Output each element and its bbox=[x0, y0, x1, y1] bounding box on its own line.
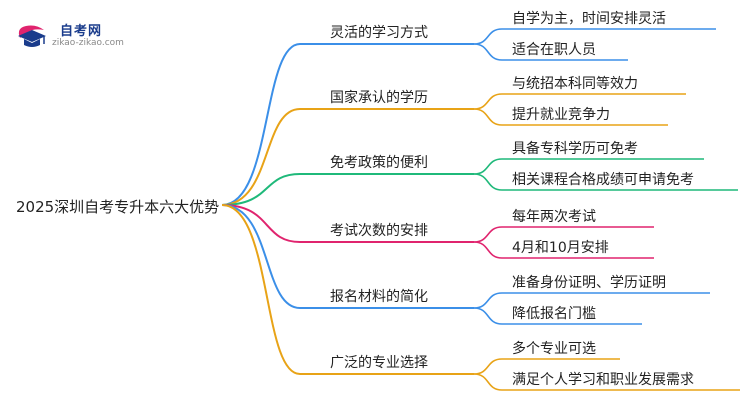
leaf-connector bbox=[473, 241, 503, 259]
leaf-connector bbox=[473, 158, 503, 175]
leaf-connector bbox=[473, 307, 503, 325]
branch-connector bbox=[221, 204, 301, 243]
mindmap-branch: 国家承认的学历 bbox=[330, 90, 428, 106]
branch-connector bbox=[221, 43, 301, 206]
mindmap-leaf: 与统招本科同等效力 bbox=[512, 76, 638, 92]
leaf-connector bbox=[473, 292, 503, 309]
mindmap-branch: 报名材料的简化 bbox=[330, 289, 428, 305]
mindmap-leaf: 自学为主，时间安排灵活 bbox=[512, 11, 666, 27]
mindmap-leaf: 4月和10月安排 bbox=[512, 240, 609, 256]
mindmap-leaf: 适合在职人员 bbox=[512, 42, 596, 58]
mindmap-leaf: 具备专科学历可免考 bbox=[512, 141, 638, 157]
leaf-connector bbox=[473, 43, 503, 61]
mindmap-branch: 广泛的专业选择 bbox=[330, 355, 428, 371]
branch-connector bbox=[221, 204, 301, 375]
branch-connector bbox=[221, 204, 301, 309]
leaf-connector bbox=[473, 28, 503, 45]
mindmap-branch: 灵活的学习方式 bbox=[330, 25, 428, 41]
mindmap-leaf: 提升就业竞争力 bbox=[512, 107, 610, 123]
logo-url: zikao-zikao.com bbox=[52, 38, 124, 48]
graduation-cap-icon bbox=[18, 25, 46, 47]
leaf-connector bbox=[473, 173, 503, 191]
mindmap-branch: 考试次数的安排 bbox=[330, 223, 428, 239]
site-logo[interactable]: 自考网 zikao-zikao.com bbox=[14, 18, 144, 52]
mindmap-root: 2025深圳自考专升本六大优势 bbox=[16, 198, 220, 216]
leaf-connector bbox=[473, 93, 503, 110]
logo-name: 自考网 bbox=[60, 24, 103, 39]
mindmap-branch: 免考政策的便利 bbox=[330, 155, 428, 171]
mindmap-leaf: 多个专业可选 bbox=[512, 341, 596, 357]
branch-connector bbox=[221, 108, 301, 206]
leaf-connector bbox=[473, 373, 503, 391]
mindmap-leaf: 每年两次考试 bbox=[512, 209, 596, 225]
leaf-connector bbox=[473, 108, 503, 126]
mindmap-leaf: 降低报名门槛 bbox=[512, 306, 596, 322]
mindmap-leaf: 满足个人学习和职业发展需求 bbox=[512, 372, 694, 388]
mindmap-leaf: 相关课程合格成绩可申请免考 bbox=[512, 172, 694, 188]
leaf-connector bbox=[473, 358, 503, 375]
mindmap-leaf: 准备身份证明、学历证明 bbox=[512, 275, 666, 291]
branch-connector bbox=[221, 173, 301, 206]
leaf-connector bbox=[473, 226, 503, 243]
